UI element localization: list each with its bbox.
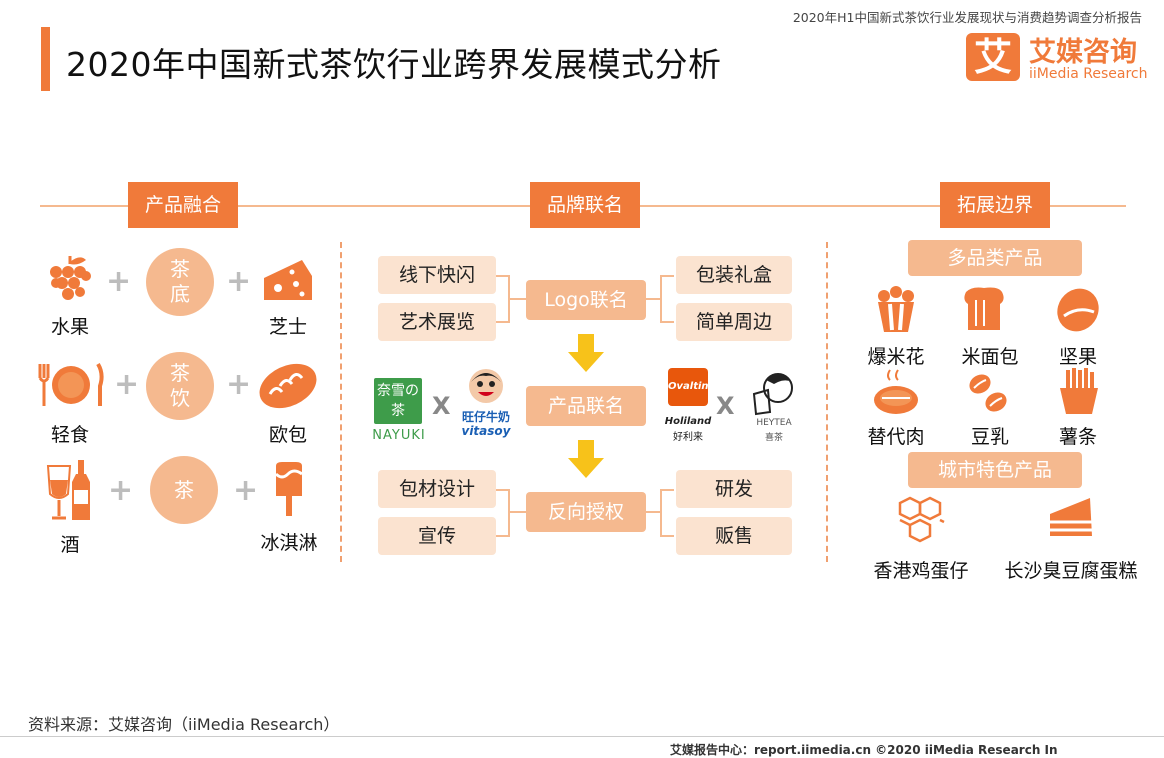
logo-mark: 艾 bbox=[966, 33, 1020, 81]
holiland-logo-text: Holiland bbox=[664, 416, 712, 427]
egg-waffle-icon bbox=[898, 496, 945, 543]
logo-text-cn: 艾媒咨询 bbox=[1029, 37, 1137, 68]
connector-line bbox=[646, 511, 662, 513]
divider-right bbox=[826, 242, 828, 562]
expand-item-label: 米面包 bbox=[961, 346, 1019, 368]
brand-output-2: 简单周边 bbox=[676, 303, 792, 341]
expand-item-label: 替代肉 bbox=[867, 426, 925, 448]
fusion-left-label-3: 酒 bbox=[60, 534, 80, 556]
reverse-input-1: 包材设计 bbox=[378, 470, 496, 508]
source-note: 资料来源：艾媒咨询（iiMedia Research） bbox=[28, 715, 340, 734]
connector-line bbox=[510, 511, 526, 513]
fries-icon bbox=[1060, 368, 1098, 414]
holiland-logo-cn: 好利来 bbox=[673, 432, 703, 443]
brand-output-1: 包装礼盒 bbox=[676, 256, 792, 294]
product-collab-box: 产品联名 bbox=[526, 386, 646, 426]
expand-item-label: 薯条 bbox=[1058, 426, 1097, 448]
heytea-logo-text: HEYTEA bbox=[756, 418, 792, 428]
title-accent-bar bbox=[41, 27, 50, 91]
icecream-icon bbox=[274, 462, 303, 516]
footer-divider bbox=[0, 736, 1164, 737]
popcorn-icon bbox=[878, 286, 914, 332]
cross-icon: X bbox=[432, 392, 451, 420]
logo-text-en: iiMedia Research bbox=[1029, 66, 1148, 82]
city-item-label: 香港鸡蛋仔 bbox=[873, 560, 969, 582]
fusion-right-label-1: 芝士 bbox=[268, 316, 307, 338]
plus-icon: + bbox=[106, 264, 132, 299]
fusion-right-label-2: 欧包 bbox=[268, 424, 307, 446]
heytea-logo-cn: 喜茶 bbox=[764, 433, 783, 443]
cross-icon: X bbox=[716, 392, 735, 420]
connector-bracket bbox=[496, 489, 510, 537]
toast-icon bbox=[964, 287, 1004, 330]
plus-icon: + bbox=[114, 367, 140, 402]
brand-input-1: 线下快闪 bbox=[378, 256, 496, 294]
fusion-left-label-2: 轻食 bbox=[50, 424, 89, 446]
city-item-label: 长沙臭豆腐蛋糕 bbox=[1004, 560, 1138, 582]
brand-input-2: 艺术展览 bbox=[378, 303, 496, 341]
reverse-output-2: 贩售 bbox=[676, 517, 792, 555]
connector-line bbox=[646, 298, 662, 300]
reverse-license-box: 反向授权 bbox=[526, 492, 646, 532]
wangzai-logo-text: 旺仔牛奶 bbox=[461, 410, 510, 424]
multi-category-header: 多品类产品 bbox=[908, 240, 1082, 276]
cake-icon bbox=[1050, 498, 1092, 536]
grape-icon bbox=[50, 256, 91, 300]
fusion-left-label-1: 水果 bbox=[50, 316, 89, 338]
vitasoy-logo-text: vitasoy bbox=[461, 424, 511, 438]
wine-icon bbox=[46, 460, 90, 520]
nut-icon bbox=[1057, 288, 1099, 332]
connector-line bbox=[510, 298, 526, 300]
footer-text: 艾媒报告中心：report.iimedia.cn ©2020 iiMedia R… bbox=[670, 743, 1058, 757]
divider-left bbox=[340, 242, 342, 562]
fusion-circle-2: 茶 饮 bbox=[146, 352, 214, 420]
expand-item-label: 坚果 bbox=[1058, 346, 1097, 368]
plus-icon: + bbox=[108, 473, 134, 508]
soybean-icon bbox=[969, 374, 1007, 412]
fusion-circle-3: 茶 bbox=[150, 456, 218, 524]
fusion-circle-1: 茶 底 bbox=[146, 248, 214, 316]
reverse-output-1: 研发 bbox=[676, 470, 792, 508]
ovaltine-logo: Ovaltine bbox=[668, 368, 715, 406]
nayuki-logo-text: NAYUKI bbox=[372, 428, 426, 443]
meat-icon bbox=[874, 369, 918, 414]
nayuki-logo: 奈雪の茶 bbox=[374, 378, 422, 424]
reverse-input-2: 宣传 bbox=[378, 517, 496, 555]
connector-bracket bbox=[496, 275, 510, 323]
arrow-down-icon bbox=[568, 440, 604, 478]
logo-collab-box: Logo联名 bbox=[526, 280, 646, 320]
plus-icon: + bbox=[226, 264, 252, 299]
plus-icon: + bbox=[226, 367, 252, 402]
category-product-fusion: 产品融合 bbox=[128, 182, 238, 228]
expand-item-label: 爆米花 bbox=[867, 346, 925, 368]
meal-icon bbox=[38, 362, 104, 406]
report-name: 2020年H1中国新式茶饮行业发展现状与消费趋势调查分析报告 bbox=[792, 10, 1142, 25]
cheese-icon bbox=[264, 260, 312, 300]
connector-bracket bbox=[660, 489, 674, 537]
category-expand: 拓展边界 bbox=[940, 182, 1050, 228]
fusion-right-label-3: 冰淇淋 bbox=[260, 532, 318, 554]
connector-bracket bbox=[660, 275, 674, 323]
bread-icon bbox=[259, 363, 317, 409]
category-brand-collab: 品牌联名 bbox=[530, 182, 640, 228]
page-title: 2020年中国新式茶饮行业跨界发展模式分析 bbox=[66, 45, 722, 84]
arrow-down-icon bbox=[568, 334, 604, 372]
expand-item-label: 豆乳 bbox=[970, 426, 1009, 448]
heytea-logo-icon bbox=[752, 373, 793, 416]
plus-icon: + bbox=[233, 473, 259, 508]
wangzai-logo-icon bbox=[469, 369, 503, 403]
city-specialty-header: 城市特色产品 bbox=[908, 452, 1082, 488]
